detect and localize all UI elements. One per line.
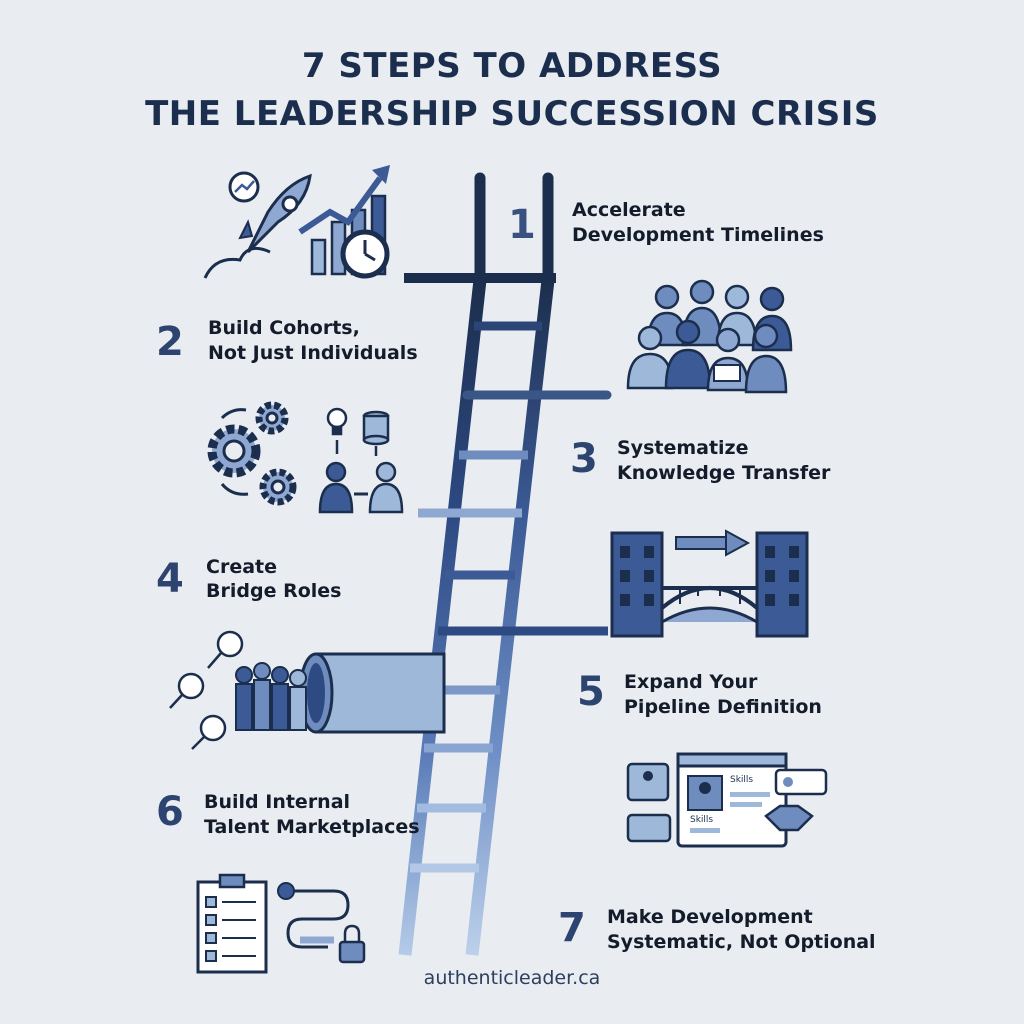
step-7-title-line-2: Systematic, Not Optional bbox=[607, 931, 876, 953]
step-4-number: 4 bbox=[156, 556, 184, 602]
step-3-title-line-2: Knowledge Transfer bbox=[617, 462, 831, 484]
step-1-title-line-1: Accelerate bbox=[572, 199, 686, 221]
step-5-number: 5 bbox=[577, 669, 605, 715]
skills-label-a: Skills bbox=[730, 775, 753, 785]
gears-knowledge-icon bbox=[207, 401, 404, 514]
ladder-rungs bbox=[410, 321, 612, 873]
step-1-number: 1 bbox=[508, 202, 536, 248]
footer-website: authenticleader.ca bbox=[423, 967, 601, 989]
title-line-1: 7 STEPS TO ADDRESS bbox=[301, 46, 723, 86]
step-2-number: 2 bbox=[156, 319, 184, 365]
step-4-title-line-2: Bridge Roles bbox=[206, 580, 342, 602]
pipeline-people-icon bbox=[169, 630, 446, 750]
step-2-title-line-2: Not Just Individuals bbox=[208, 342, 418, 364]
step-3-title-line-1: Systematize bbox=[617, 437, 749, 459]
team-group-icon bbox=[626, 279, 793, 394]
checklist-process-icon bbox=[196, 873, 366, 974]
skills-label-b: Skills bbox=[690, 815, 713, 825]
step-7-title-line-1: Make Development bbox=[607, 906, 813, 928]
step-5-title-line-1: Expand Your bbox=[624, 671, 758, 693]
rocket-growth-clock-icon bbox=[203, 165, 390, 279]
step-1-title-line-2: Development Timelines bbox=[572, 224, 824, 246]
step-6-title-line-2: Talent Marketplaces bbox=[204, 816, 420, 838]
step-2-title-line-1: Build Cohorts, bbox=[208, 317, 360, 339]
step-3-number: 3 bbox=[570, 436, 598, 482]
title-line-2: THE LEADERSHIP SUCCESSION CRISIS bbox=[145, 94, 879, 134]
step-6-number: 6 bbox=[156, 789, 184, 835]
step-6-title-line-1: Build Internal bbox=[204, 791, 351, 813]
ladder-rail-right bbox=[465, 279, 555, 956]
profile-marketplace-icon: Skills Skills bbox=[626, 752, 828, 848]
ladder bbox=[398, 172, 612, 956]
bridge-icon bbox=[610, 529, 809, 638]
ladder-top bbox=[404, 172, 556, 283]
step-4-title-line-1: Create bbox=[206, 556, 277, 578]
ladder-rail-left bbox=[398, 279, 487, 956]
step-5-title-line-2: Pipeline Definition bbox=[624, 696, 822, 718]
step-7-number: 7 bbox=[558, 905, 586, 951]
